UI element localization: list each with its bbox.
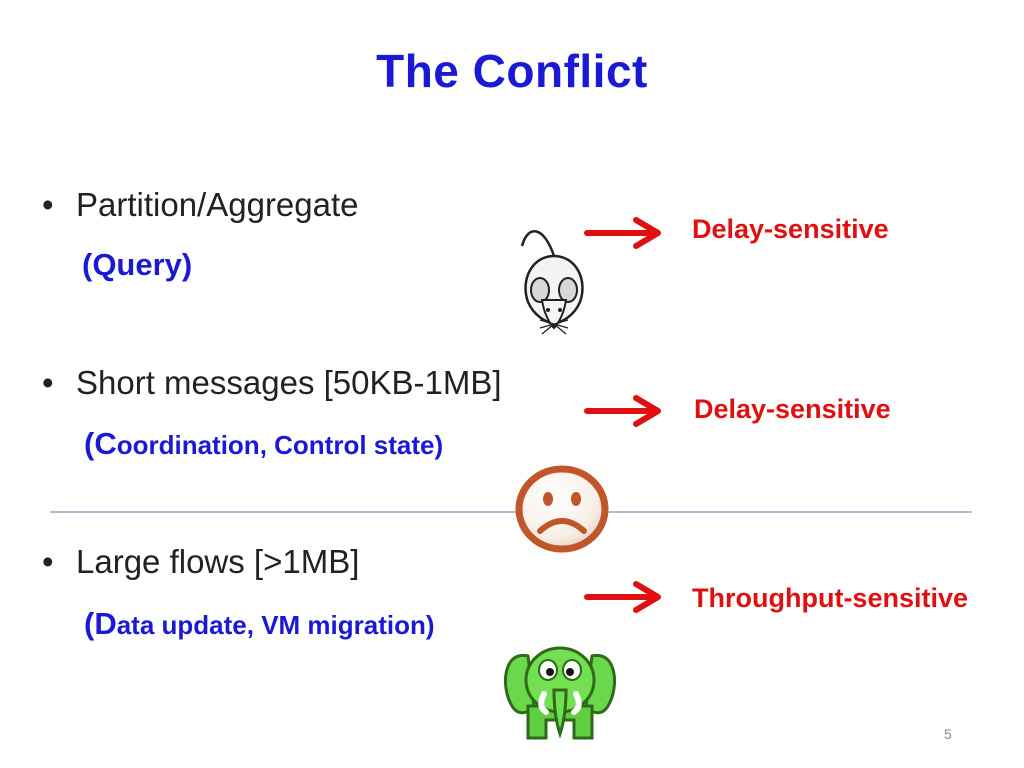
bullet-large-flows: • Large flows [>1MB]	[42, 543, 359, 581]
divider-line	[50, 511, 972, 513]
label-delay-sensitive-1: Delay-sensitive	[692, 214, 889, 244]
bullet-dot: •	[42, 543, 54, 580]
elephant-icon	[504, 646, 616, 740]
bullet-text: Partition/Aggregate	[76, 186, 359, 223]
right-arrow-icon	[584, 395, 661, 427]
bullet-short-messages: • Short messages [50KB-1MB]	[42, 364, 502, 402]
right-arrow-icon	[584, 217, 661, 249]
subtext-rest: oordination, Control state)	[116, 430, 444, 460]
sad-face-icon	[515, 465, 609, 553]
bullet-subtext-data-update: (Data update, VM migration)	[84, 606, 435, 642]
label-delay-sensitive-2: Delay-sensitive	[694, 394, 891, 424]
right-arrow-icon	[584, 581, 661, 613]
slide-title: The Conflict	[376, 45, 648, 97]
bullet-text: Short messages [50KB-1MB]	[76, 364, 502, 401]
bullet-partition-aggregate: • Partition/Aggregate	[42, 186, 359, 224]
subtext-first: (Query)	[82, 247, 193, 282]
subtext-first: (C	[84, 426, 117, 461]
bullet-subtext-coordination: (Coordination, Control state)	[84, 426, 443, 462]
bullet-dot: •	[42, 186, 54, 223]
bullet-dot: •	[42, 364, 54, 401]
label-throughput-sensitive: Throughput-sensitive	[692, 583, 968, 613]
subtext-rest: ata update, VM migration)	[116, 610, 435, 640]
bullet-subtext-query: (Query)	[82, 247, 192, 283]
bullet-text: Large flows [>1MB]	[76, 543, 360, 580]
mouse-icon	[520, 230, 584, 335]
page-number: 5	[944, 726, 952, 742]
subtext-first: (D	[84, 606, 117, 641]
